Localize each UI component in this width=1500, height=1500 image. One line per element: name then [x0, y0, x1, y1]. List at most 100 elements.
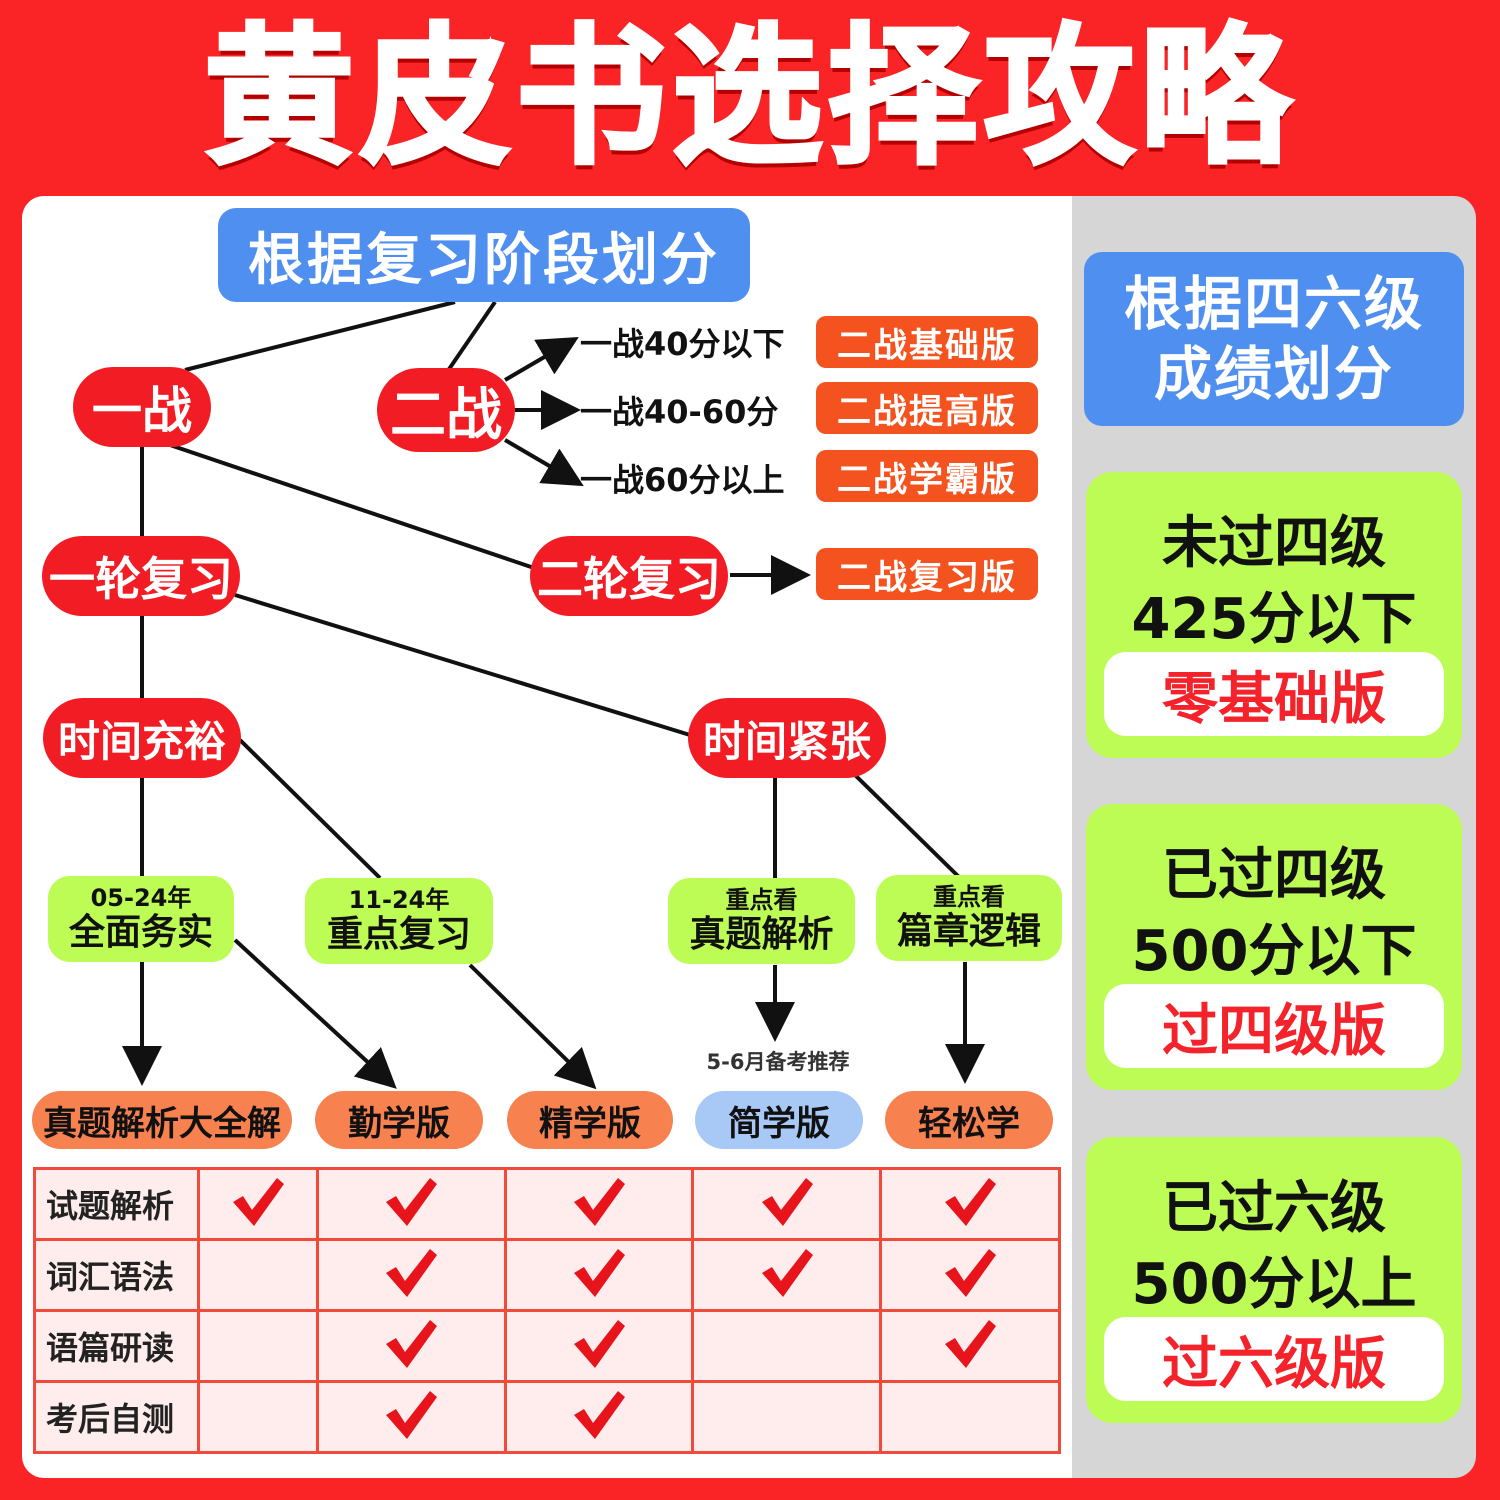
feature-label: 试题解析	[33, 1167, 200, 1241]
feature-cell	[691, 1238, 882, 1312]
check-icon	[573, 1391, 625, 1439]
feature-row: 试题解析	[33, 1167, 1061, 1241]
study-mode-years: 05-24年	[90, 884, 192, 912]
feature-cell	[691, 1380, 882, 1454]
grade-edition: 过六级版	[1104, 1317, 1444, 1401]
condition-label: 一战60分以上	[580, 461, 785, 499]
feature-cell	[315, 1167, 507, 1241]
page-title: 黄皮书选择攻略	[202, 9, 1296, 187]
connector-line	[184, 300, 456, 372]
check-icon	[573, 1320, 625, 1368]
feature-cell	[197, 1167, 319, 1241]
study-mode-node: 05-24年 全面务实	[48, 876, 234, 962]
feature-cell	[691, 1309, 882, 1383]
condition-label: 一战40-60分	[580, 393, 779, 431]
study-mode-label: 真题解析	[689, 914, 834, 955]
node-tight-time: 时间紧张	[688, 698, 886, 778]
recommend-note: 5-6月备考推荐	[706, 1050, 850, 1074]
node-ample-time: 时间充裕	[43, 698, 241, 778]
product-pill: 真题解析大全解	[32, 1091, 292, 1149]
study-mode-label: 重点复习	[326, 914, 471, 955]
feature-label: 考后自测	[33, 1380, 200, 1454]
check-icon	[761, 1249, 813, 1297]
check-icon	[386, 1249, 438, 1297]
node-second-attempt: 二战	[377, 368, 515, 452]
grade-card: 已过四级 500分以下 过四级版	[1086, 804, 1462, 1090]
check-icon	[945, 1249, 996, 1297]
study-mode-label: 篇章逻辑	[896, 911, 1041, 952]
edition-tag: 二战复习版	[816, 548, 1038, 600]
connector-line	[238, 738, 382, 880]
score-header-line: 根据四六级	[1123, 270, 1424, 338]
grade-score: 425分以下	[1131, 587, 1417, 652]
study-mode-node: 11-24年 重点复习	[305, 878, 493, 964]
feature-cell	[691, 1167, 882, 1241]
product-pill: 勤学版	[315, 1091, 483, 1149]
study-mode-label: 全面务实	[68, 912, 213, 953]
feature-cell	[315, 1380, 507, 1454]
feature-cell	[315, 1238, 507, 1312]
node-first-attempt: 一战	[73, 367, 211, 447]
check-icon	[573, 1178, 625, 1226]
connector-line	[853, 773, 962, 880]
feature-cell	[503, 1167, 695, 1241]
score-header-line: 成绩划分	[1153, 340, 1394, 408]
feature-table: 试题解析词汇语法语篇研读考后自测	[33, 1167, 1061, 1454]
feature-cell	[503, 1238, 695, 1312]
study-mode-focus: 重点看	[933, 883, 1005, 911]
feature-label: 语篇研读	[33, 1309, 200, 1383]
edition-tag: 二战提高版	[816, 382, 1038, 434]
feature-cell	[197, 1238, 319, 1312]
feature-cell	[879, 1380, 1061, 1454]
feature-cell	[503, 1380, 695, 1454]
check-icon	[386, 1320, 438, 1368]
check-icon	[761, 1178, 813, 1226]
connector-line	[443, 300, 497, 377]
node-second-round: 二轮复习	[530, 536, 728, 616]
feature-cell	[315, 1309, 507, 1383]
connector-line	[234, 593, 691, 737]
grade-score: 500分以下	[1131, 919, 1417, 984]
connector-arrow	[503, 336, 579, 382]
product-pill: 简学版	[695, 1091, 863, 1149]
grade-card: 未过四级 425分以下 零基础版	[1086, 472, 1462, 758]
edition-tag: 二战基础版	[816, 316, 1038, 368]
check-icon	[945, 1178, 996, 1226]
node-first-round: 一轮复习	[42, 536, 240, 616]
grade-score: 500分以上	[1131, 1252, 1417, 1317]
check-icon	[945, 1320, 996, 1368]
study-mode-years: 11-24年	[348, 886, 450, 914]
edition-tag: 二战学霸版	[816, 450, 1038, 502]
feature-cell	[879, 1167, 1061, 1241]
grade-status: 已过六级	[1162, 1176, 1386, 1241]
feature-label: 词汇语法	[33, 1238, 200, 1312]
grade-status: 已过四级	[1162, 843, 1386, 908]
grade-edition: 过四级版	[1104, 984, 1444, 1068]
feature-cell	[879, 1238, 1061, 1312]
feature-row: 词汇语法	[33, 1238, 1061, 1312]
stage-header: 根据复习阶段划分	[218, 208, 750, 302]
feature-cell	[197, 1380, 319, 1454]
study-mode-node: 重点看 篇章逻辑	[876, 875, 1062, 961]
study-mode-node: 重点看 真题解析	[668, 878, 855, 964]
check-icon	[573, 1249, 625, 1297]
grade-status: 未过四级	[1162, 511, 1386, 576]
feature-row: 语篇研读	[33, 1309, 1061, 1383]
grade-card: 已过六级 500分以上 过六级版	[1086, 1137, 1462, 1423]
connector-arrow	[503, 438, 584, 487]
product-pill: 轻松学	[885, 1091, 1053, 1149]
check-icon	[232, 1178, 284, 1226]
connector-arrow	[233, 938, 397, 1089]
connector-line	[169, 443, 541, 572]
connector-arrow	[468, 963, 597, 1090]
feature-cell	[197, 1309, 319, 1383]
study-mode-focus: 重点看	[725, 886, 798, 914]
feature-cell	[503, 1309, 695, 1383]
product-pill: 精学版	[507, 1091, 673, 1149]
score-header: 根据四六级 成绩划分	[1084, 252, 1464, 426]
feature-cell	[879, 1309, 1061, 1383]
grade-edition: 零基础版	[1104, 652, 1444, 736]
feature-row: 考后自测	[33, 1380, 1061, 1454]
check-icon	[386, 1391, 438, 1439]
